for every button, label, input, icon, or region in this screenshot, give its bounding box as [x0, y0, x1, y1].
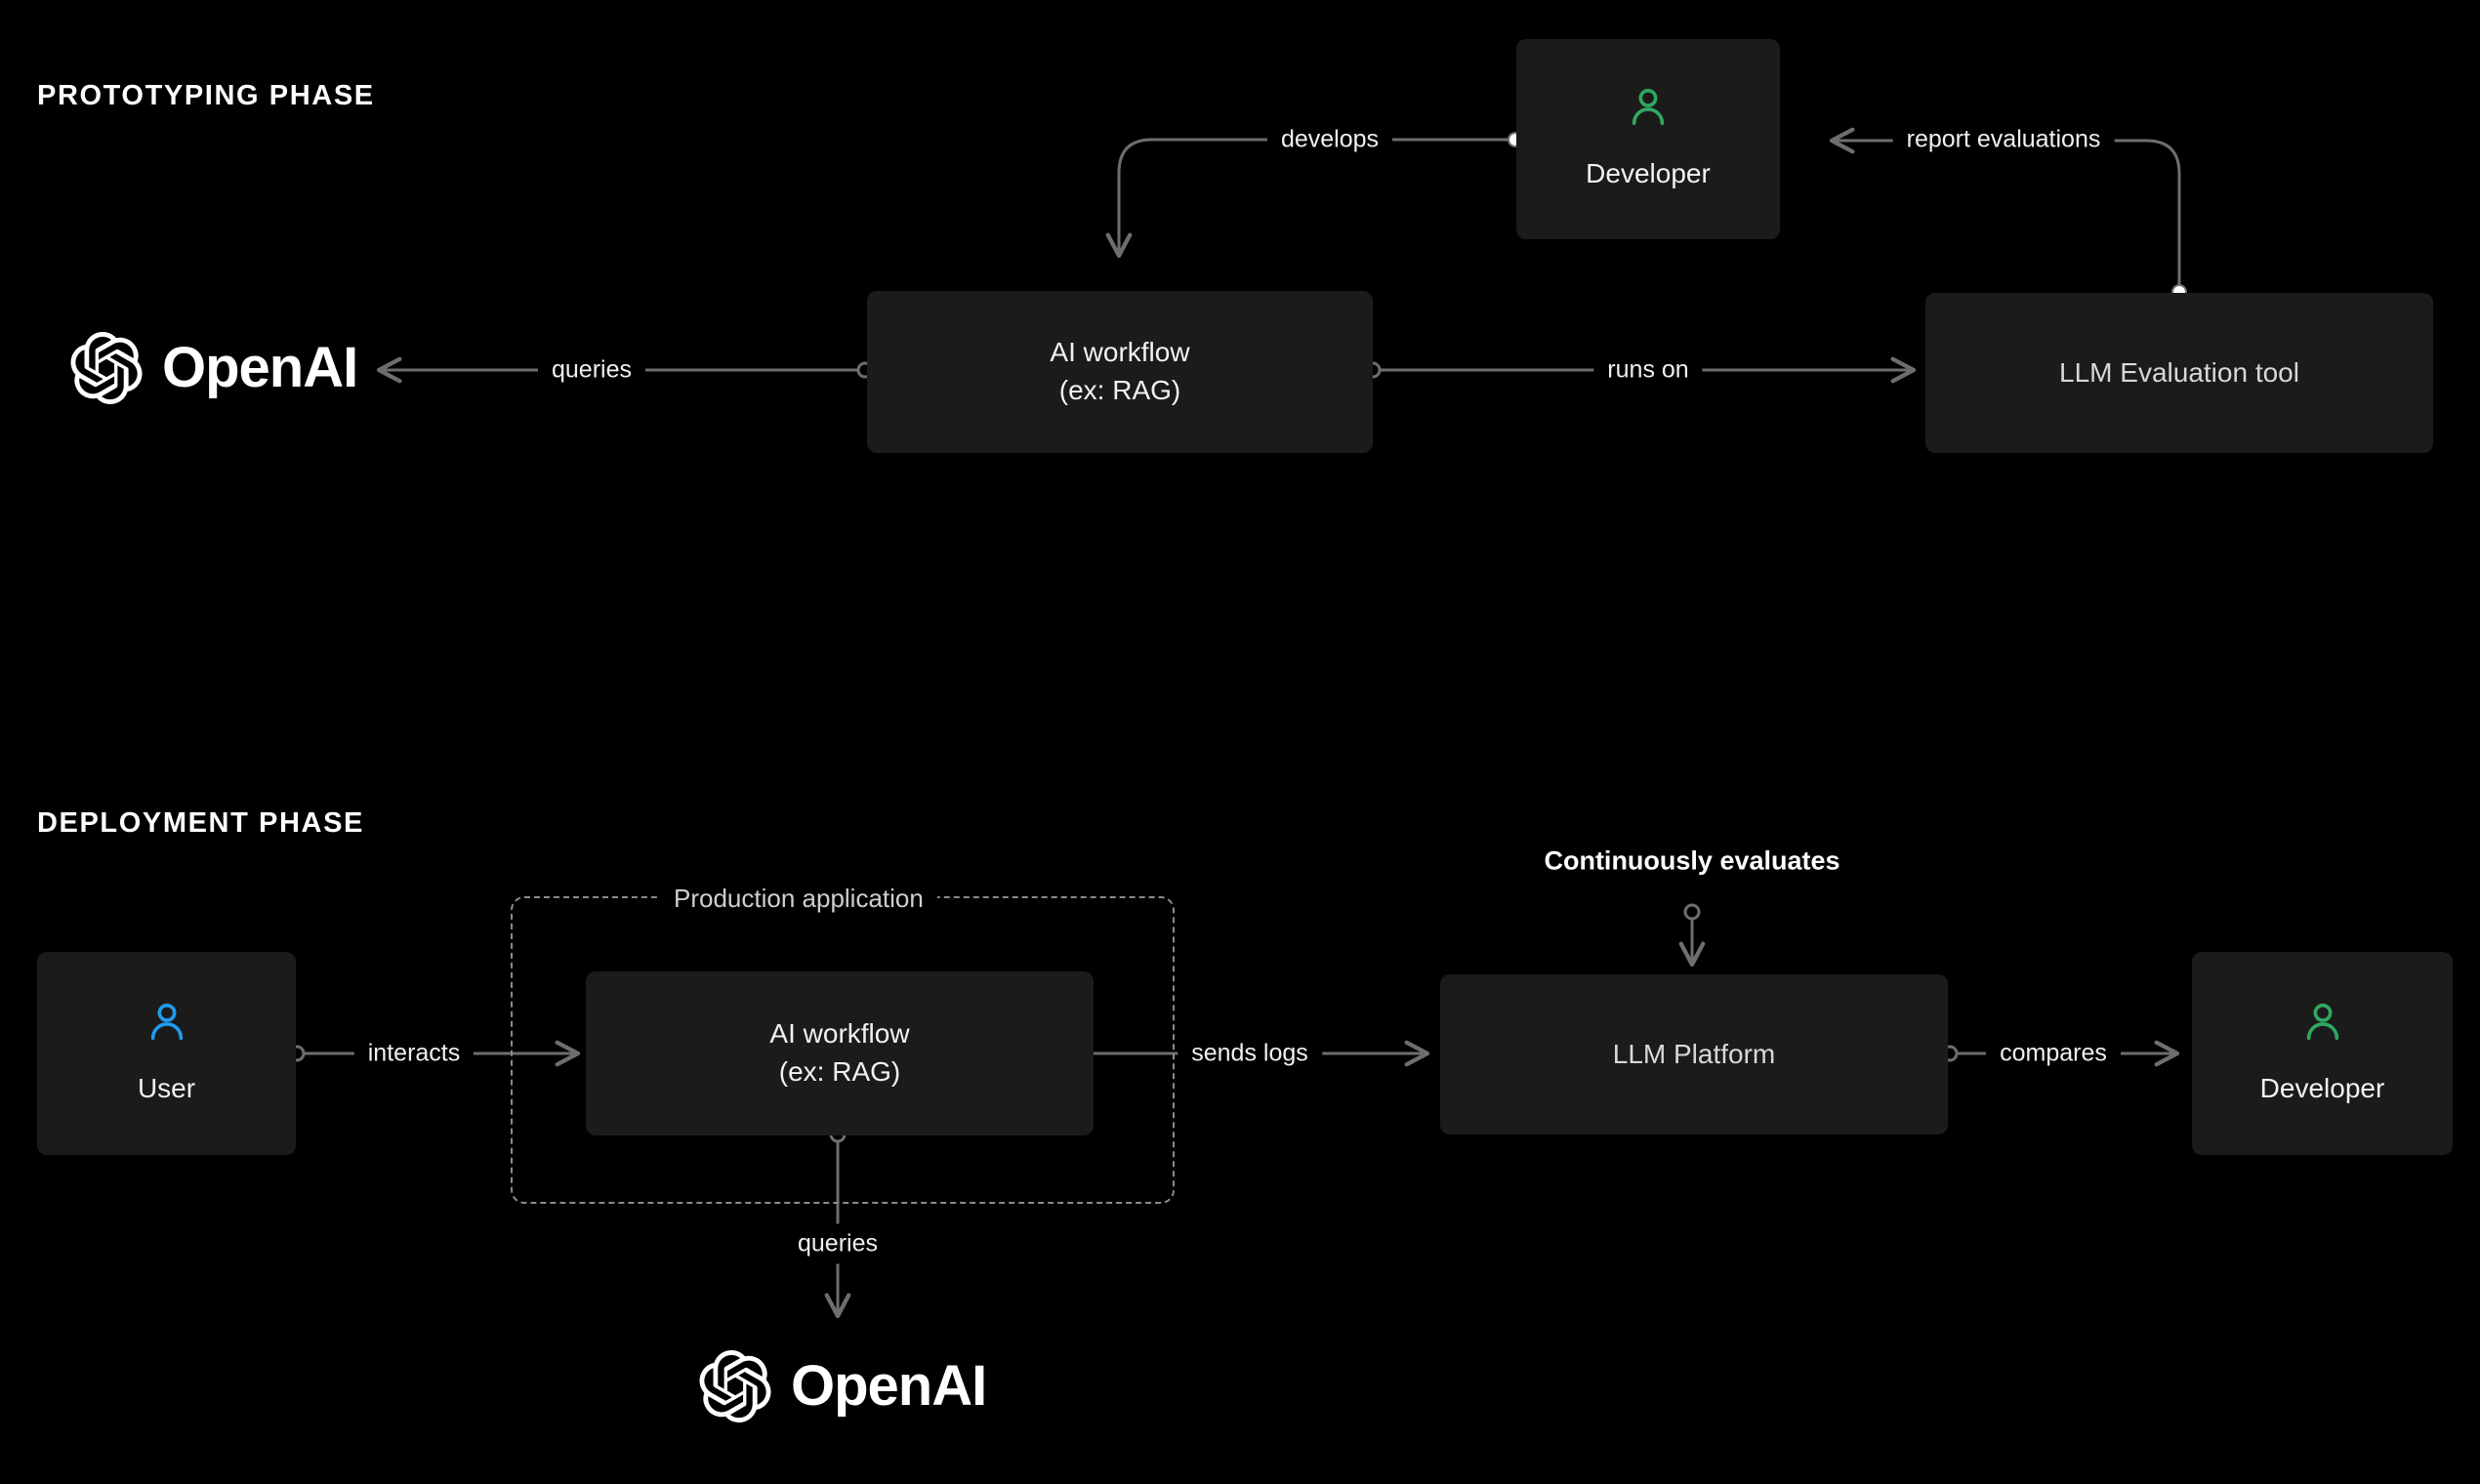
section-title-prototyping: PROTOTYPING PHASE [37, 80, 375, 111]
section-title-deployment: DEPLOYMENT PHASE [37, 807, 364, 839]
person-icon [2306, 1003, 2338, 1040]
node-developer-prototyping[interactable]: Developer [1516, 39, 1780, 239]
node-llm-platform-label: LLM Platform [1612, 1038, 1776, 1069]
edge-continuously-evaluates [1678, 903, 1706, 968]
openai-blossom-icon [699, 1350, 771, 1422]
edge-label-interacts: interacts [353, 1033, 475, 1074]
edge-label-sends-logs: sends logs [1178, 1033, 1322, 1074]
node-developer-label: Developer [2259, 1072, 2385, 1103]
edge-report-evaluations [1829, 127, 2187, 300]
node-developer-label: Developer [1586, 158, 1711, 189]
node-llm-evaluation-tool-label: LLM Evaluation tool [2059, 356, 2299, 388]
openai-wordmark: OpenAI [791, 1354, 987, 1418]
edge-label-continuously-evaluates: Continuously evaluates [1544, 845, 1840, 876]
node-ai-workflow-deployment[interactable]: AI workflow (ex: RAG) [586, 971, 1094, 1135]
edge-label-compares: compares [1986, 1033, 2121, 1074]
edge-label-runs-on: runs on [1593, 350, 1703, 391]
edge-label-report-evaluations: report evaluations [1892, 119, 2115, 160]
node-ai-workflow-prototyping[interactable]: AI workflow (ex: RAG) [867, 291, 1373, 453]
node-user[interactable]: User [37, 952, 296, 1155]
node-ai-workflow-label: AI workflow (ex: RAG) [1050, 337, 1190, 405]
node-user-label: User [137, 1072, 196, 1103]
edge-label-develops: develops [1266, 119, 1393, 160]
person-icon [150, 1003, 183, 1040]
openai-wordmark: OpenAI [162, 336, 358, 399]
person-icon [1632, 89, 1665, 126]
edge-label-queries-prototyping: queries [538, 350, 645, 391]
node-ai-workflow-label: AI workflow (ex: RAG) [769, 1018, 910, 1087]
openai-logo-prototyping: OpenAI [70, 332, 358, 404]
edge-label-queries-deployment: queries [784, 1223, 891, 1264]
group-production-application-label: Production application [660, 884, 937, 914]
node-developer-deployment[interactable]: Developer [2192, 952, 2453, 1155]
openai-logo-deployment: OpenAI [699, 1350, 987, 1422]
node-llm-platform[interactable]: LLM Platform [1440, 974, 1948, 1134]
node-llm-evaluation-tool[interactable]: LLM Evaluation tool [1925, 293, 2433, 453]
openai-blossom-icon [70, 332, 143, 404]
